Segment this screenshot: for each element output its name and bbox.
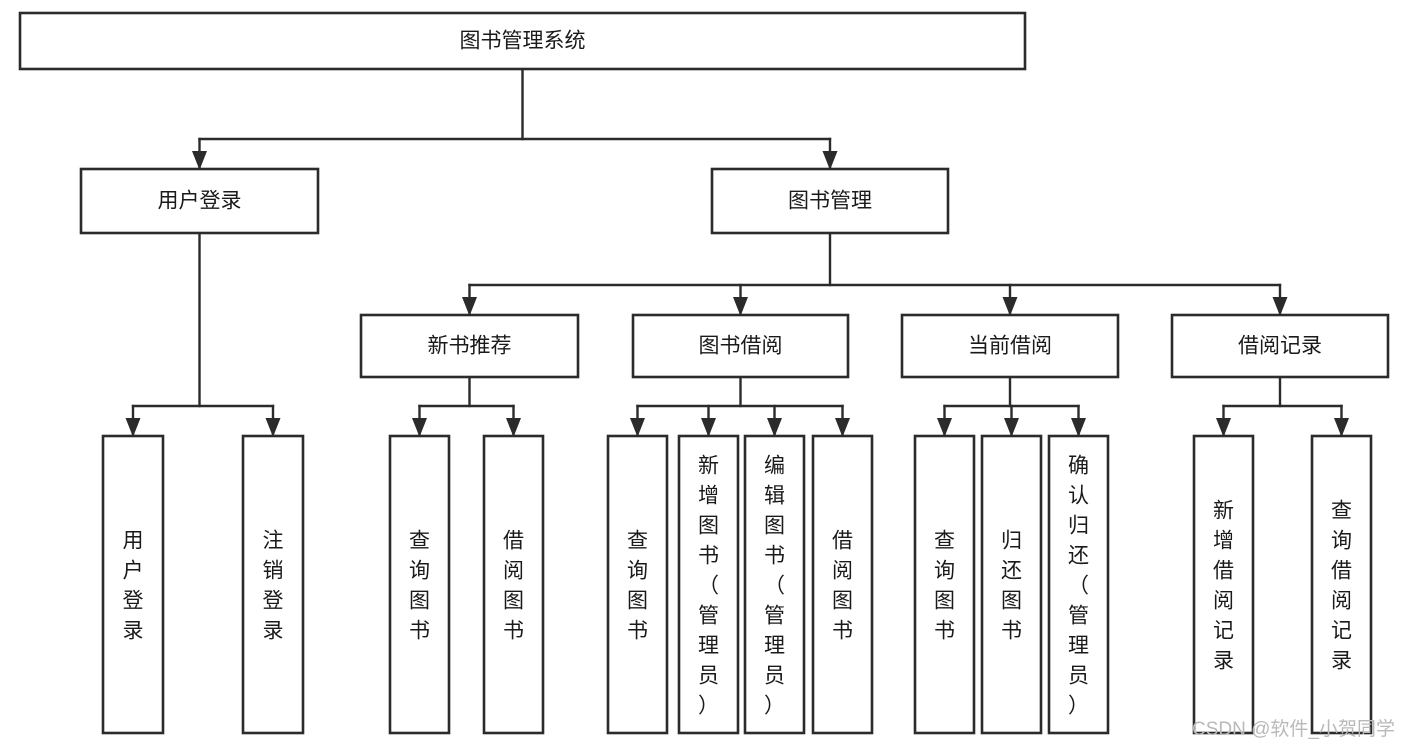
node-l3-borrow-box[interactable] [631, 313, 850, 379]
connector-layer [125, 67, 1349, 437]
node-leaf-nb-query-box[interactable] [388, 434, 451, 735]
node-l3-record[interactable]: 借阅记录 [1170, 313, 1390, 379]
node-l3-record-label: 借阅记录 [1238, 335, 1322, 358]
node-leaf-nb-borrow-box[interactable] [482, 434, 545, 735]
node-leaf-logout-label: 注销登录 [263, 529, 284, 642]
node-leaf-cb-query-box[interactable] [913, 434, 976, 735]
node-l3-new-book-label: 新书推荐 [428, 335, 512, 358]
node-leaf-bb-edit[interactable]: 编辑图书（管理员） [743, 434, 806, 735]
node-leaf-bb-add-label: 新增图书（管理员） [698, 454, 719, 717]
node-leaf-user-login-box[interactable] [101, 434, 165, 735]
node-l3-new-book-box[interactable] [359, 313, 580, 379]
node-leaf-bb-query-label: 查询图书 [627, 529, 648, 642]
node-leaf-cb-return-label: 归还图书 [1001, 529, 1022, 642]
node-root-box[interactable] [18, 11, 1027, 71]
node-l3-borrow[interactable]: 图书借阅 [631, 313, 850, 379]
node-leaf-bb-query[interactable]: 查询图书 [606, 434, 669, 735]
node-leaf-bb-edit-box[interactable] [743, 434, 806, 735]
node-leaf-bb-borrow-box[interactable] [811, 434, 874, 735]
node-leaf-cb-confirm-label: 确认归还（管理员） [1068, 454, 1089, 717]
node-leaf-rec-query-box[interactable] [1310, 434, 1373, 735]
node-leaf-rec-add-label: 新增借阅记录 [1213, 499, 1234, 672]
node-leaf-user-login-label: 用户登录 [123, 529, 144, 642]
node-leaf-cb-return-box[interactable] [980, 434, 1043, 735]
node-l3-borrow-label: 图书借阅 [699, 335, 783, 358]
node-l2-user-login-label: 用户登录 [158, 190, 242, 213]
node-layer: 图书管理系统用户登录图书管理新书推荐图书借阅当前借阅借阅记录用户登录注销登录查询… [18, 11, 1390, 735]
node-leaf-bb-add[interactable]: 新增图书（管理员） [677, 434, 740, 735]
node-leaf-bb-query-box[interactable] [606, 434, 669, 735]
node-leaf-cb-confirm-box[interactable] [1047, 434, 1110, 735]
node-l2-user-login[interactable]: 用户登录 [79, 167, 320, 235]
node-leaf-cb-query-label: 查询图书 [934, 529, 955, 642]
node-leaf-bb-borrow-label: 借阅图书 [832, 529, 853, 642]
node-leaf-rec-query-label: 查询借阅记录 [1331, 499, 1352, 672]
node-l2-user-login-box[interactable] [79, 167, 320, 235]
node-root[interactable]: 图书管理系统 [18, 11, 1027, 71]
node-leaf-rec-query[interactable]: 查询借阅记录 [1310, 434, 1373, 735]
node-l3-record-box[interactable] [1170, 313, 1390, 379]
node-root-label: 图书管理系统 [460, 30, 586, 53]
node-leaf-nb-query[interactable]: 查询图书 [388, 434, 451, 735]
node-leaf-rec-add-box[interactable] [1192, 434, 1255, 735]
node-leaf-cb-query[interactable]: 查询图书 [913, 434, 976, 735]
node-l3-new-book[interactable]: 新书推荐 [359, 313, 580, 379]
node-leaf-nb-query-label: 查询图书 [409, 529, 430, 642]
node-leaf-bb-edit-label: 编辑图书（管理员） [764, 454, 785, 717]
node-leaf-bb-borrow[interactable]: 借阅图书 [811, 434, 874, 735]
node-leaf-cb-return[interactable]: 归还图书 [980, 434, 1043, 735]
node-l3-current-label: 当前借阅 [968, 335, 1052, 358]
node-leaf-cb-confirm[interactable]: 确认归还（管理员） [1047, 434, 1110, 735]
node-leaf-bb-add-box[interactable] [677, 434, 740, 735]
node-l2-book-manage-label: 图书管理 [788, 190, 872, 213]
node-leaf-logout-box[interactable] [241, 434, 305, 735]
node-leaf-nb-borrow[interactable]: 借阅图书 [482, 434, 545, 735]
node-leaf-user-login[interactable]: 用户登录 [101, 434, 165, 735]
node-leaf-logout[interactable]: 注销登录 [241, 434, 305, 735]
node-l2-book-manage[interactable]: 图书管理 [710, 167, 950, 235]
node-leaf-nb-borrow-label: 借阅图书 [503, 529, 524, 642]
node-l3-current[interactable]: 当前借阅 [900, 313, 1120, 379]
node-l2-book-manage-box[interactable] [710, 167, 950, 235]
node-leaf-rec-add[interactable]: 新增借阅记录 [1192, 434, 1255, 735]
node-l3-current-box[interactable] [900, 313, 1120, 379]
